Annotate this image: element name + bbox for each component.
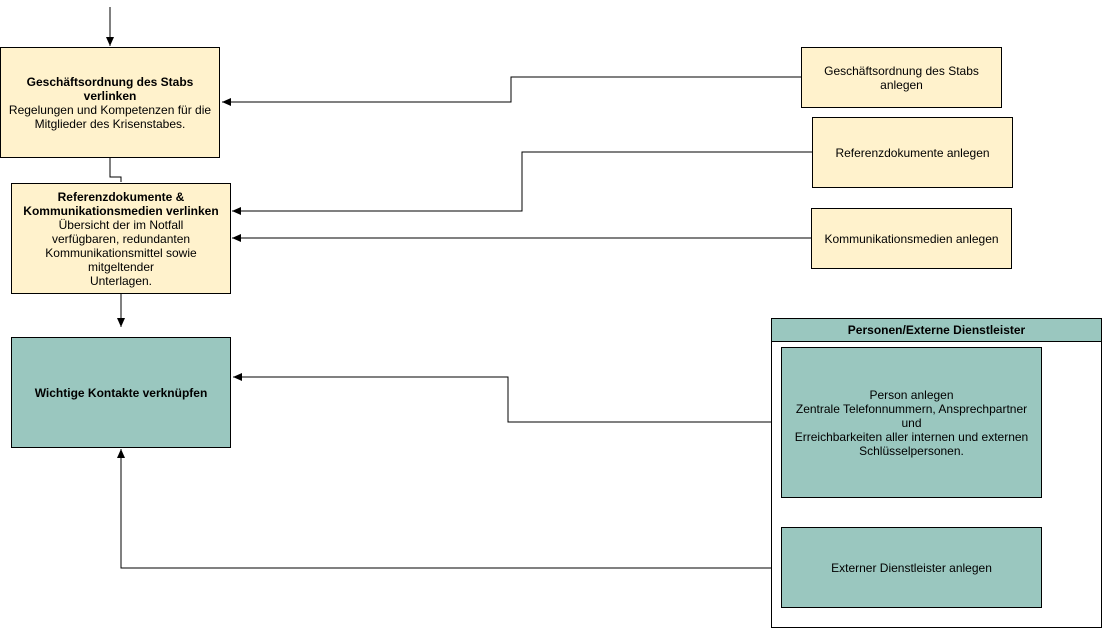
node-title-line: Referenzdokumente & — [57, 189, 185, 204]
arrow-ext-to-contacts — [117, 449, 781, 569]
arrow-person-to-contacts — [233, 373, 781, 423]
node-text-line: verfügbaren, redundanten — [51, 231, 191, 246]
node-geschaeftsordnung-anlegen[interactable]: Geschäftsordnung des Stabs anlegen — [801, 47, 1002, 108]
node-referenz-kommunikation-verlinken[interactable]: Referenzdokumente & Kommunikationsmedien… — [11, 183, 231, 294]
node-title-line: Kommunikationsmedien verlinken — [23, 203, 219, 218]
node-text-line: mitgeltender — [87, 259, 155, 274]
node-title: Wichtige Kontakte verknüpfen — [34, 385, 208, 400]
arrow-gos-create-to-gos-link — [222, 76, 801, 106]
node-text-line: Schlüsselpersonen. — [859, 443, 964, 458]
node-title: Geschäftsordnung des Stabs verlinken — [26, 74, 194, 103]
node-text-line: Mitglieder des Krisenstabes. — [34, 116, 186, 131]
node-externer-dienstleister-anlegen[interactable]: Externer Dienstleister anlegen — [781, 527, 1042, 608]
node-label: Referenzdokumente anlegen — [835, 145, 990, 160]
node-text-line: Zentrale Telefonnummern, Ansprechpartner… — [795, 401, 1028, 430]
node-text-line: Erreichbarkeiten aller internen und exte… — [794, 429, 1029, 444]
connector-gos-to-ref — [109, 158, 122, 182]
node-text-line: Regelungen und Kompetenzen für die — [8, 102, 212, 117]
node-text-line: Übersicht der im Notfall — [58, 217, 184, 232]
group-header: Personen/Externe Dienstleister — [772, 319, 1101, 342]
node-label: Kommunikationsmedien anlegen — [824, 231, 999, 246]
node-person-anlegen[interactable]: Person anlegen Zentrale Telefonnummern, … — [781, 347, 1042, 498]
group-title: Personen/Externe Dienstleister — [847, 323, 1026, 337]
node-text-line: Unterlagen. — [89, 273, 153, 288]
node-referenzdokumente-anlegen[interactable]: Referenzdokumente anlegen — [812, 117, 1013, 188]
node-text-line: Kommunikationsmittel sowie — [45, 245, 197, 260]
node-text-line: Person anlegen — [869, 387, 954, 402]
node-label: Externer Dienstleister anlegen — [831, 560, 992, 575]
node-text-line: Geschäftsordnung des Stabs — [824, 63, 979, 78]
node-text-line: anlegen — [880, 77, 923, 92]
node-kommunikationsmedien-anlegen[interactable]: Kommunikationsmedien anlegen — [811, 208, 1012, 269]
node-kontakte-verknuepfen[interactable]: Wichtige Kontakte verknüpfen — [11, 337, 231, 448]
node-geschaeftsordnung-verlinken[interactable]: Geschäftsordnung des Stabs verlinken Reg… — [0, 47, 220, 158]
arrow-ref-create-to-ref-link — [232, 151, 812, 215]
